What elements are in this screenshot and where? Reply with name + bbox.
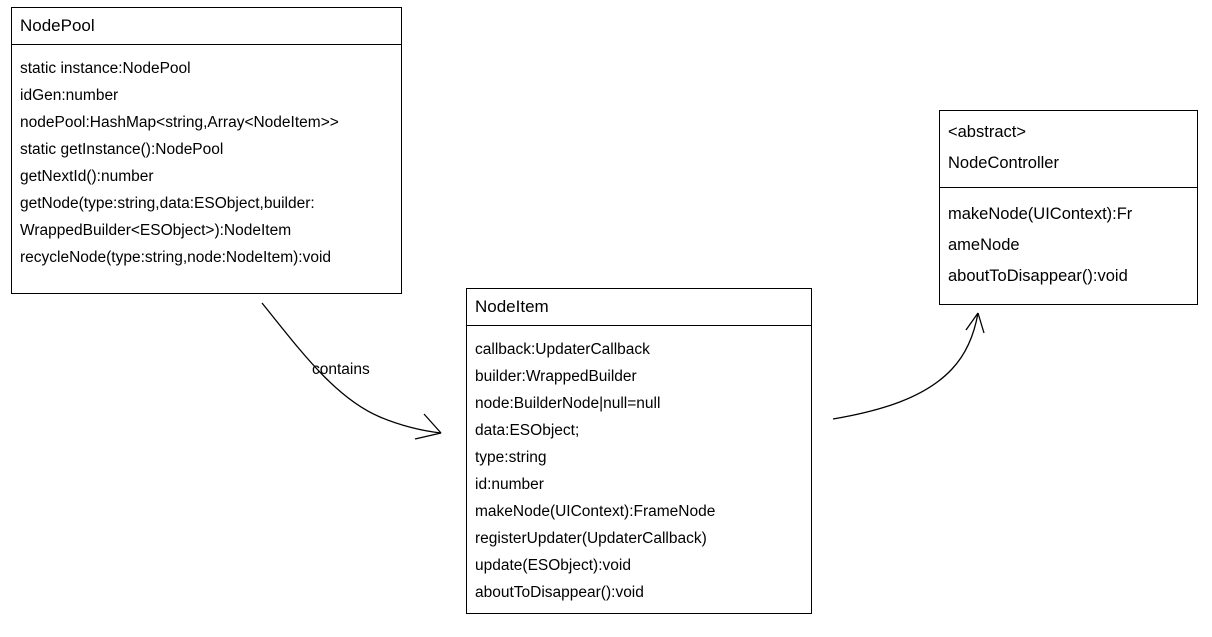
- class-body-nodeitem: callback:UpdaterCallback builder:Wrapped…: [467, 326, 811, 616]
- class-member: static getInstance():NodePool: [20, 141, 224, 158]
- class-body-nodepool: static instance:NodePool idGen:number no…: [12, 45, 401, 281]
- class-member: ameNode: [948, 236, 1020, 254]
- class-member: getNextId():number: [20, 168, 154, 185]
- edge-label-contains: contains: [312, 361, 370, 378]
- class-box-nodecontroller[interactable]: <abstract> NodeController makeNode(UICon…: [939, 110, 1198, 305]
- class-member: id:number: [475, 476, 544, 493]
- class-member: node:BuilderNode|null=null: [475, 395, 661, 412]
- class-header-nodecontroller: <abstract> NodeController: [940, 111, 1197, 188]
- class-member: nodePool:HashMap<string,Array<NodeItem>>: [20, 114, 339, 131]
- class-member: update(ESObject):void: [475, 557, 631, 574]
- class-box-nodepool[interactable]: NodePool static instance:NodePool idGen:…: [11, 7, 402, 294]
- class-member: builder:WrappedBuilder: [475, 368, 637, 385]
- class-title-nodeitem: NodeItem: [475, 297, 549, 316]
- class-stereotype-nodecontroller: <abstract>: [948, 123, 1026, 141]
- class-member: recycleNode(type:string,node:NodeItem):v…: [20, 249, 332, 266]
- arrowhead-open-nodeitem: [414, 413, 442, 440]
- class-member: data:ESObject;: [475, 422, 580, 439]
- class-member: getNode(type:string,data:ESObject,builde…: [20, 195, 315, 212]
- class-member: idGen:number: [20, 87, 119, 104]
- class-member: static instance:NodePool: [20, 60, 191, 77]
- class-header-nodeitem: NodeItem: [467, 289, 811, 326]
- class-member: registerUpdater(UpdaterCallback): [475, 530, 707, 547]
- class-body-nodecontroller: makeNode(UIContext):Fr ameNode aboutToDi…: [940, 188, 1197, 302]
- class-member: aboutToDisappear():void: [475, 584, 644, 601]
- edge-nodeitem-to-nodecontroller: [832, 312, 979, 420]
- class-member: callback:UpdaterCallback: [475, 341, 650, 358]
- class-member: makeNode(UIContext):FrameNode: [475, 503, 716, 520]
- class-box-nodeitem[interactable]: NodeItem callback:UpdaterCallback builde…: [466, 288, 812, 614]
- class-title-nodepool: NodePool: [20, 16, 95, 35]
- class-member: aboutToDisappear():void: [948, 267, 1128, 285]
- class-title-nodecontroller: NodeController: [948, 154, 1059, 172]
- class-member: WrappedBuilder<ESObject>):NodeItem: [20, 222, 292, 239]
- class-member: type:string: [475, 449, 547, 466]
- class-member: makeNode(UIContext):Fr: [948, 205, 1133, 223]
- class-header-nodepool: NodePool: [12, 8, 401, 45]
- arrowhead-open-nodecontroller: [965, 312, 985, 334]
